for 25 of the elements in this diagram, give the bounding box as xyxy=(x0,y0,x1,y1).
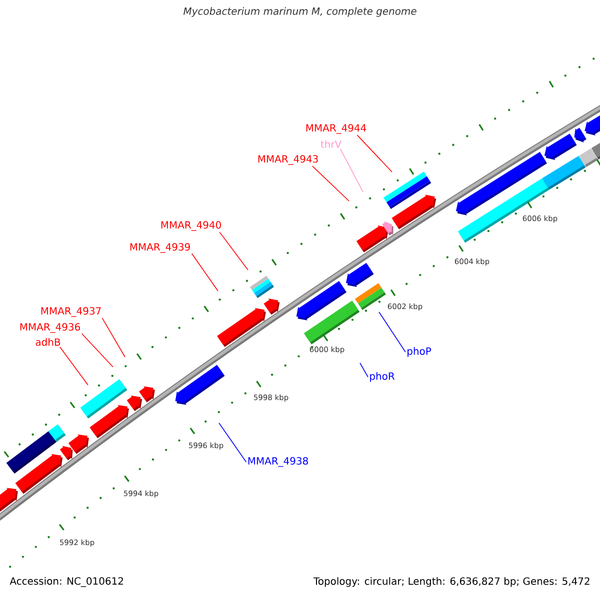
gene-label: phoP xyxy=(408,347,432,357)
leader-line xyxy=(191,253,218,292)
gene-label: thrV xyxy=(320,140,342,148)
gene-label: MMAR_4940 xyxy=(161,221,221,231)
leader-line xyxy=(356,134,392,172)
leader-line xyxy=(60,346,88,386)
gene-label: phoR xyxy=(370,372,395,382)
leader-line xyxy=(360,362,368,378)
leader-line xyxy=(81,333,114,368)
title: Mycobacterium marinum M, complete genome xyxy=(184,7,416,17)
leader-line xyxy=(340,148,364,192)
gene-label: MMAR_4937 xyxy=(41,307,101,317)
leader-line xyxy=(312,166,350,202)
leader-line xyxy=(218,422,247,462)
gene-label: MMAR_4943 xyxy=(258,155,318,165)
gene-label: MMAR_4938 xyxy=(248,457,308,467)
gene-label: MMAR_4944 xyxy=(306,124,366,134)
gene-label: adhB xyxy=(36,338,60,346)
gene-label: MMAR_4936 xyxy=(20,323,80,333)
leader-line xyxy=(102,318,126,358)
footer-text: Accession: NC_010612 xyxy=(10,577,123,587)
gene-label: MMAR_4939 xyxy=(130,243,190,253)
leader-line xyxy=(378,312,406,352)
footer-text: Topology: circular; Length: 6,636,827 bp; Genes: 5,472 xyxy=(313,577,590,587)
leader-line xyxy=(219,232,248,270)
